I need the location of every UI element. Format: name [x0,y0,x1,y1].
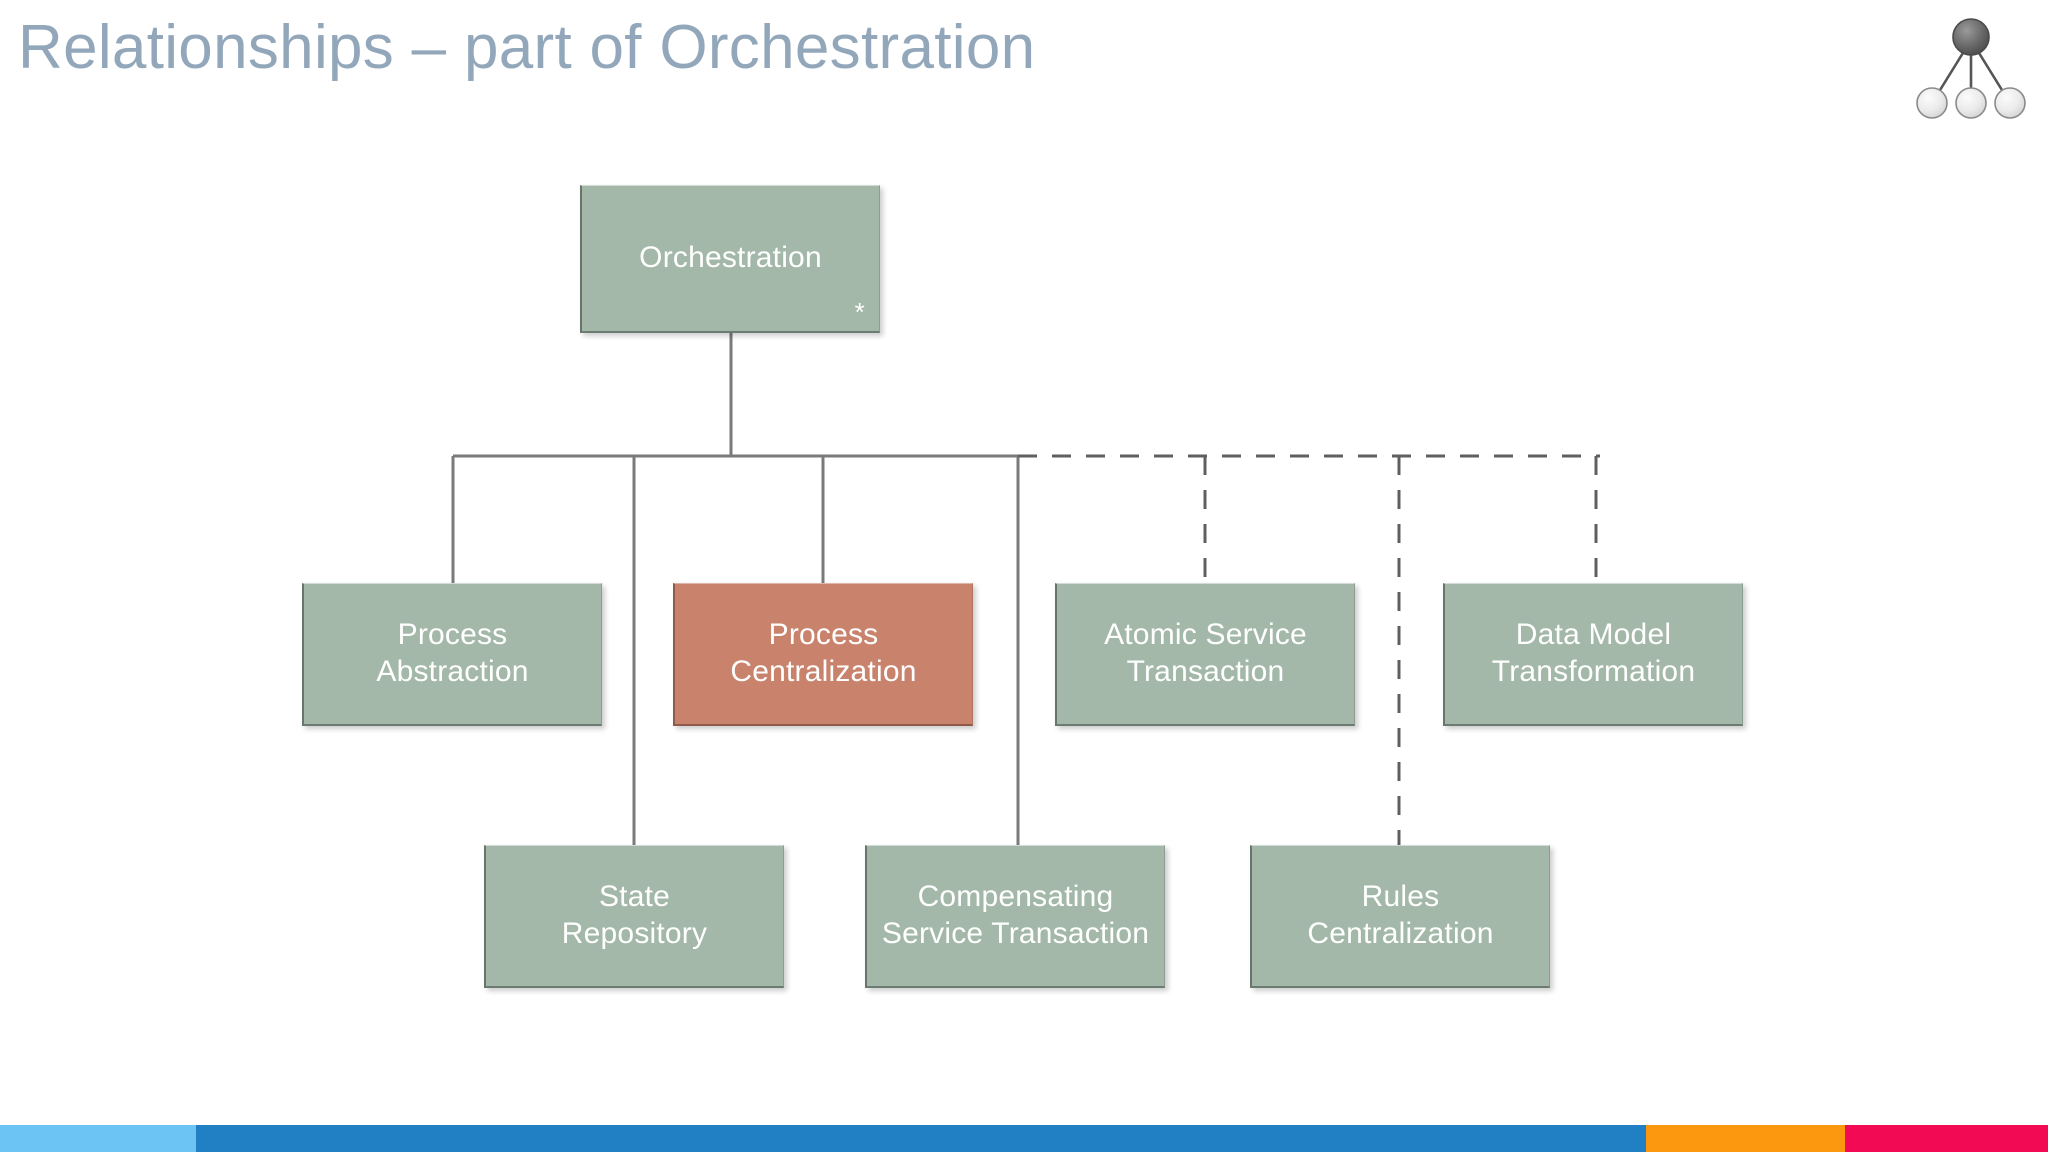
node-label-line: Service Transaction [881,917,1150,950]
node-label-line: Repository [561,917,708,950]
logo-parent-node [1952,18,1990,56]
node-label-line: Atomic Service [1104,618,1307,652]
node-process-centralization[interactable]: Process Centralization [673,583,973,726]
node-label-line: Orchestration [639,241,822,275]
root-marker-asterisk: * [854,297,865,327]
node-data-model-transformation[interactable]: Data Model Transformation [1443,583,1743,726]
logo-child-node-1 [1916,87,1948,119]
node-label-line: Centralization [730,655,917,688]
node-orchestration[interactable]: Orchestration * [580,185,880,333]
node-label-line: State [598,880,671,914]
node-label-line: Compensating [917,880,1114,914]
page-title: Relationships – part of Orchestration [18,13,1036,82]
node-label-line: Centralization [1307,917,1494,950]
accent-segment-light-blue [0,1125,196,1152]
accent-segment-blue [196,1125,1646,1152]
node-process-abstraction[interactable]: Process Abstraction [302,583,602,726]
node-tree-logo [1906,8,2036,133]
node-label-line: Rules [1361,880,1440,914]
node-compensating-service-transaction[interactable]: Compensating Service Transaction [865,845,1165,988]
node-rules-centralization[interactable]: Rules Centralization [1250,845,1550,988]
logo-child-node-3 [1994,87,2026,119]
node-label-line: Transaction [1126,655,1285,688]
node-state-repository[interactable]: State Repository [484,845,784,988]
logo-child-node-2 [1955,87,1987,119]
bottom-accent-bar [0,1125,2048,1152]
node-label-line: Data Model [1515,618,1672,652]
node-label-line: Process [768,618,879,652]
node-label-line: Process [397,618,508,652]
accent-segment-pink [1845,1125,2048,1152]
accent-segment-orange [1646,1125,1845,1152]
node-label-line: Abstraction [376,655,529,688]
node-label-line: Transformation [1491,655,1696,688]
node-atomic-service-transaction[interactable]: Atomic Service Transaction [1055,583,1355,726]
